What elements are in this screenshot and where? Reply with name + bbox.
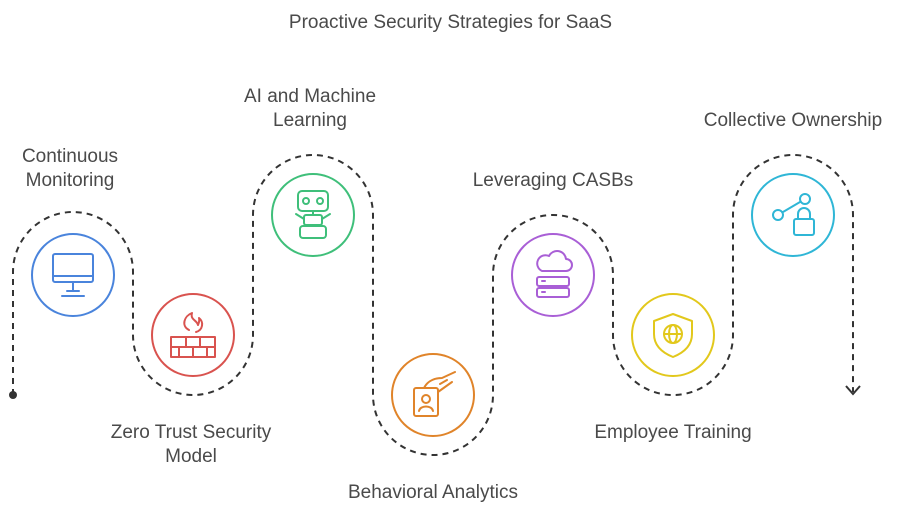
cloud-server-icon [536, 250, 573, 298]
step-6-node [631, 293, 715, 377]
path-end-arrow [845, 385, 861, 396]
step-6-label: Employee Training [594, 422, 752, 443]
step-5-label: Leveraging CASBs [472, 170, 634, 191]
robot-icon [295, 190, 331, 239]
step-3-node [271, 173, 355, 257]
step-7-node [751, 173, 835, 257]
firewall-icon [170, 312, 216, 358]
share-lock-icon [772, 193, 815, 236]
step-4-node [391, 353, 475, 437]
step-7-label: Collective Ownership [703, 110, 883, 131]
step-4-label: Behavioral Analytics [347, 482, 519, 503]
step-5-node [511, 233, 595, 317]
step-1-node [31, 233, 115, 317]
flow-path [12, 154, 854, 456]
shield-globe-icon [653, 313, 693, 358]
diagram-title: Proactive Security Strategies for SaaS [288, 12, 613, 33]
path-start-dot [9, 391, 17, 399]
id-badge-hand-icon [413, 371, 456, 417]
step-2-node [151, 293, 235, 377]
monitor-icon [52, 253, 94, 297]
